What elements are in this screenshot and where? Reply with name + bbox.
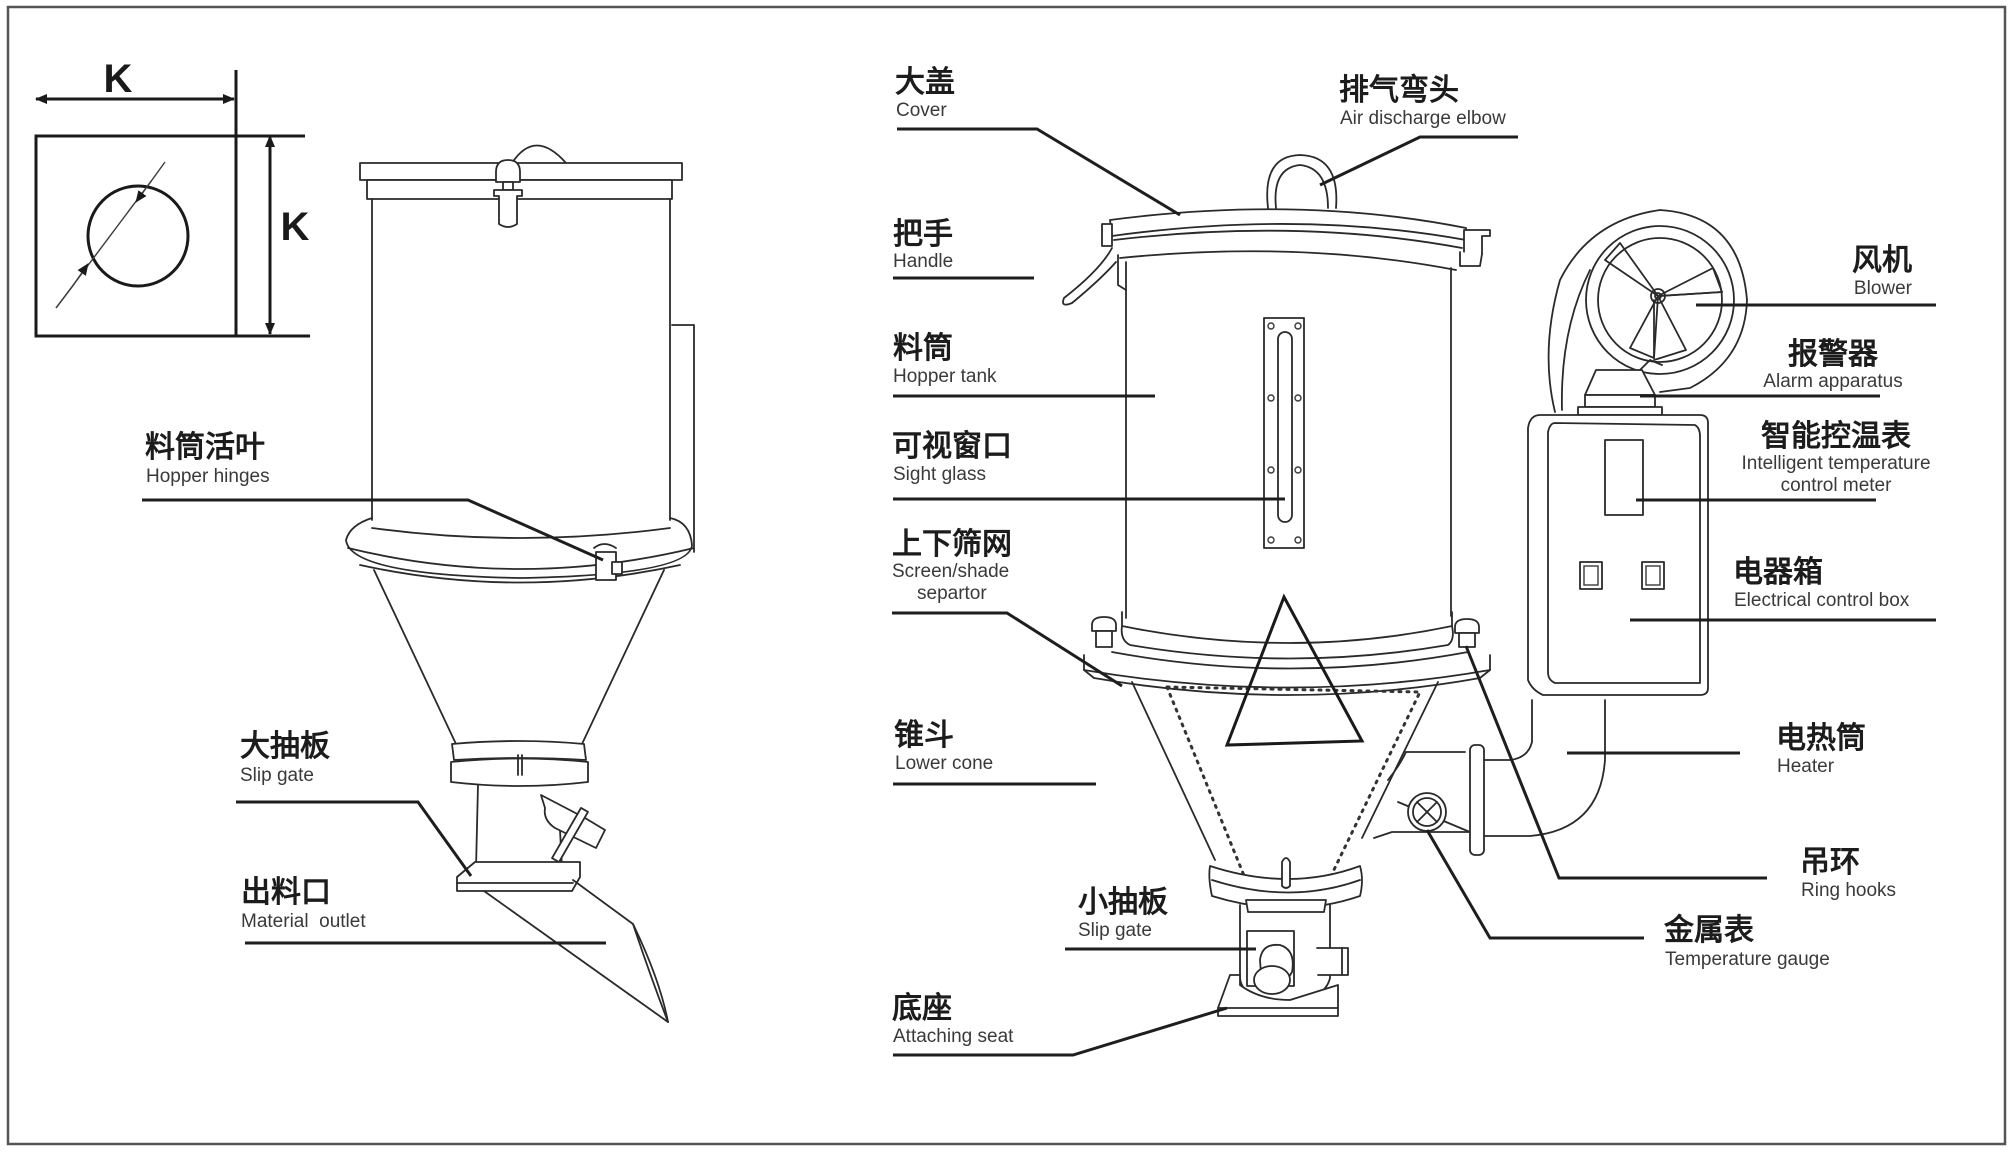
label-handle: 把手 Handle bbox=[893, 217, 953, 272]
svg-text:出料口: 出料口 bbox=[241, 875, 331, 910]
svg-text:Slip gate: Slip gate bbox=[1078, 920, 1152, 941]
dimension-drawing: K K bbox=[34, 57, 310, 338]
label-cover: 大盖 Cover bbox=[895, 65, 955, 121]
svg-text:底座: 底座 bbox=[892, 991, 952, 1026]
left-leader-lines bbox=[142, 498, 606, 945]
svg-text:电热筒: 电热筒 bbox=[1776, 721, 1866, 756]
svg-text:料筒活叶: 料筒活叶 bbox=[145, 430, 265, 465]
label-ring-hooks: 吊环 Ring hooks bbox=[1800, 845, 1896, 901]
svg-text:锥斗: 锥斗 bbox=[894, 718, 954, 753]
temperature-meter-display bbox=[1604, 439, 1644, 516]
hopper-lid bbox=[359, 162, 683, 181]
label-lower-cone: 锥斗 Lower cone bbox=[894, 718, 993, 774]
electrical-control-box bbox=[1527, 414, 1709, 696]
svg-text:智能控温表: 智能控温表 bbox=[1761, 419, 1911, 454]
svg-text:大盖: 大盖 bbox=[895, 65, 955, 100]
svg-text:上下筛网: 上下筛网 bbox=[892, 527, 1012, 562]
svg-text:金属表: 金属表 bbox=[1663, 913, 1754, 948]
svg-text:Lower cone: Lower cone bbox=[895, 753, 993, 774]
attaching-seat bbox=[1217, 974, 1339, 1017]
label-air-discharge-elbow: 排气弯头 Air discharge elbow bbox=[1339, 73, 1506, 129]
svg-text:小抽板: 小抽板 bbox=[1078, 885, 1168, 920]
svg-text:大抽板: 大抽板 bbox=[240, 729, 330, 764]
label-temperature-gauge: 金属表 Temperature gauge bbox=[1663, 913, 1830, 970]
label-electrical-control-box: 电器箱 Electrical control box bbox=[1733, 555, 1910, 611]
svg-text:Temperature gauge: Temperature gauge bbox=[1665, 949, 1830, 970]
label-hopper-hinges: 料筒活叶 Hopper hinges bbox=[145, 430, 270, 487]
label-material-outlet: 出料口 Material outlet bbox=[241, 875, 366, 932]
svg-text:Alarm apparatus: Alarm apparatus bbox=[1763, 371, 1902, 392]
base-square bbox=[34, 134, 238, 338]
svg-text:料筒: 料筒 bbox=[893, 331, 953, 366]
label-temperature-control-meter: 智能控温表 Intelligent temperature control me… bbox=[1741, 419, 1930, 496]
svg-text:Ring hooks: Ring hooks bbox=[1801, 880, 1896, 901]
alarm-apparatus bbox=[1584, 369, 1656, 396]
lid-knob bbox=[511, 144, 567, 164]
width-label: K bbox=[104, 57, 133, 101]
label-sight-glass: 可视窗口 Sight glass bbox=[892, 429, 1012, 485]
svg-text:电器箱: 电器箱 bbox=[1733, 555, 1823, 590]
label-big-slip-gate: 大抽板 Slip gate bbox=[240, 729, 330, 786]
svg-text:Material outlet: Material outlet bbox=[241, 911, 366, 932]
svg-text:Air discharge elbow: Air discharge elbow bbox=[1340, 108, 1506, 129]
svg-text:separtor: separtor bbox=[917, 583, 987, 604]
svg-text:Cover: Cover bbox=[896, 100, 947, 121]
diagram-frame bbox=[6, 5, 2007, 1146]
svg-text:把手: 把手 bbox=[893, 217, 953, 252]
hopper-dryer-drawing bbox=[1062, 154, 1748, 1017]
label-blower: 风机 Blower bbox=[1852, 243, 1913, 299]
label-alarm-apparatus: 报警器 Alarm apparatus bbox=[1763, 337, 1902, 392]
small-hopper-drawing bbox=[345, 144, 695, 1023]
svg-text:Attaching seat: Attaching seat bbox=[893, 1026, 1014, 1047]
svg-text:报警器: 报警器 bbox=[1788, 337, 1879, 372]
label-attaching-seat: 底座 Attaching seat bbox=[892, 991, 1014, 1047]
sight-glass bbox=[1263, 317, 1305, 549]
svg-text:吊环: 吊环 bbox=[1800, 845, 1860, 880]
svg-text:排气弯头: 排气弯头 bbox=[1339, 73, 1459, 108]
svg-text:Slip gate: Slip gate bbox=[240, 765, 314, 786]
svg-text:风机: 风机 bbox=[1852, 243, 1912, 278]
air-discharge-elbow bbox=[1266, 154, 1338, 209]
svg-text:可视窗口: 可视窗口 bbox=[892, 429, 1012, 464]
label-hopper-tank: 料筒 Hopper tank bbox=[893, 331, 997, 387]
svg-text:Handle: Handle bbox=[893, 251, 953, 272]
label-heater: 电热筒 Heater bbox=[1776, 721, 1866, 777]
svg-text:Sight glass: Sight glass bbox=[893, 464, 986, 485]
label-small-slip-gate: 小抽板 Slip gate bbox=[1078, 885, 1168, 941]
height-label: K bbox=[281, 205, 310, 249]
svg-text:Heater: Heater bbox=[1777, 756, 1835, 777]
right-leader-lines bbox=[892, 127, 1936, 1057]
svg-text:Electrical control box: Electrical control box bbox=[1734, 590, 1910, 611]
svg-text:Intelligent temperature: Intelligent temperature bbox=[1741, 453, 1930, 474]
diameter-symbol-icon bbox=[86, 184, 190, 288]
svg-text:Hopper tank: Hopper tank bbox=[893, 366, 997, 387]
svg-text:Screen/shade: Screen/shade bbox=[892, 561, 1009, 582]
svg-text:Hopper hinges: Hopper hinges bbox=[146, 466, 270, 487]
label-screen-separator: 上下筛网 Screen/shade separtor bbox=[892, 527, 1012, 604]
svg-text:control meter: control meter bbox=[1781, 475, 1893, 496]
triangle-warning-mark-icon bbox=[1224, 593, 1365, 747]
svg-text:Blower: Blower bbox=[1854, 278, 1913, 299]
